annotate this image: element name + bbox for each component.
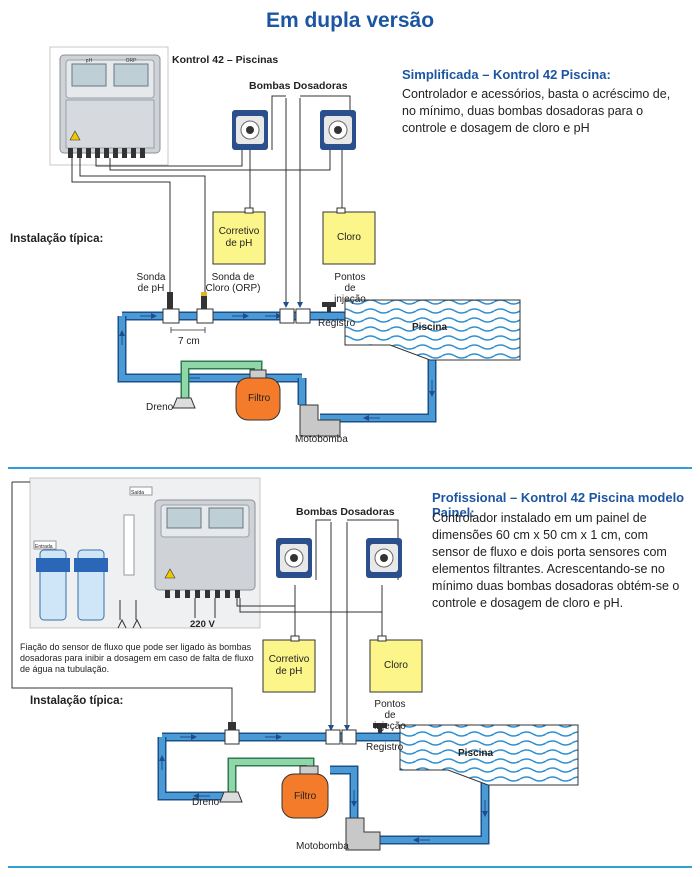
install-label-2: Instalação típica: (30, 695, 124, 707)
panel-tag-inlet: Entrada (35, 544, 53, 550)
filter-label-1: Filtro (248, 393, 271, 404)
section2-description: Controlador instalado em um painel de di… (432, 511, 680, 610)
bottom-rule (8, 866, 692, 868)
wiring-2 (11, 481, 383, 722)
tank-chlorine-label-2: Cloro (384, 660, 408, 671)
tank-chlorine-label-1: Cloro (337, 232, 361, 243)
tank-ph-label-1: Corretivo de pH (218, 226, 260, 249)
pumps-label-2: Bombas Dosadoras (296, 506, 395, 518)
controller-label-1: Kontrol 42 – Piscinas (172, 54, 279, 66)
pipe-loop-2 (157, 722, 490, 845)
section1-description: Controlador e acessórios, basta o acrésc… (402, 87, 671, 135)
drain-label-2: Dreno (192, 797, 220, 808)
display-ph-label: pH (86, 58, 93, 64)
probe-orp-label: Sonda de Cloro (ORP) (205, 272, 261, 294)
section-divider (8, 467, 692, 469)
filter-loop-2 (219, 757, 381, 851)
filter-label-2: Filtro (294, 791, 317, 802)
dosing-pump-2-ph (276, 538, 312, 578)
tank-chlorine-2 (369, 639, 423, 693)
controller-panel-2 (29, 477, 261, 629)
drain-label-1: Dreno (146, 402, 174, 413)
injection-points-label-2: Pontos de injeção (374, 699, 406, 732)
injection-points-label-1: Pontos de injeção (334, 272, 366, 305)
dosing-pump-1-ph (232, 110, 268, 150)
pipe-loop-1 (117, 292, 437, 423)
section1-heading: Simplificada – Kontrol 42 Piscina: (402, 67, 611, 82)
valve-label-1: Registro (318, 318, 356, 329)
pool-label-2: Piscina (458, 748, 494, 759)
pool-2 (399, 724, 579, 786)
dosing-pump-2-chlorine (366, 538, 402, 578)
dosing-pump-1-chlorine (320, 110, 356, 150)
voltage-label: 220 V (190, 619, 215, 630)
tank-ph-label-2: Corretivo de pH (268, 654, 310, 677)
wiring-1 (71, 130, 331, 295)
pumps-label-1: Bombas Dosadoras (249, 80, 348, 92)
install-label-1: Instalação típica: (10, 233, 104, 245)
page-title: Em dupla versão (265, 9, 435, 32)
controller-unit-1: pH ORP (49, 46, 169, 166)
valve-label-2: Registro (366, 742, 404, 753)
panel-tag-outlet: Saída (131, 490, 145, 496)
pool-label-1: Piscina (412, 322, 448, 333)
motor-pump-label-2: Motobomba (296, 841, 349, 852)
probe-ph-label: Sonda de pH (136, 272, 166, 294)
tank-ph-1 (212, 211, 266, 265)
display-orp-label: ORP (126, 58, 138, 64)
pool-1 (344, 299, 521, 361)
pump-tubing-1 (249, 95, 351, 308)
tank-chlorine-1 (322, 211, 376, 265)
distance-label: 7 cm (178, 336, 200, 347)
section2-heading: Profissional – Kontrol 42 Piscina modelo… (432, 490, 685, 520)
flow-sensor-note: Fiação do sensor de fluxo que pode ser l… (20, 642, 254, 674)
filter-loop-1 (172, 360, 341, 437)
pump-tubing-2 (294, 519, 399, 731)
tank-ph-2 (262, 639, 316, 693)
motor-pump-label-1: Motobomba (295, 434, 348, 445)
